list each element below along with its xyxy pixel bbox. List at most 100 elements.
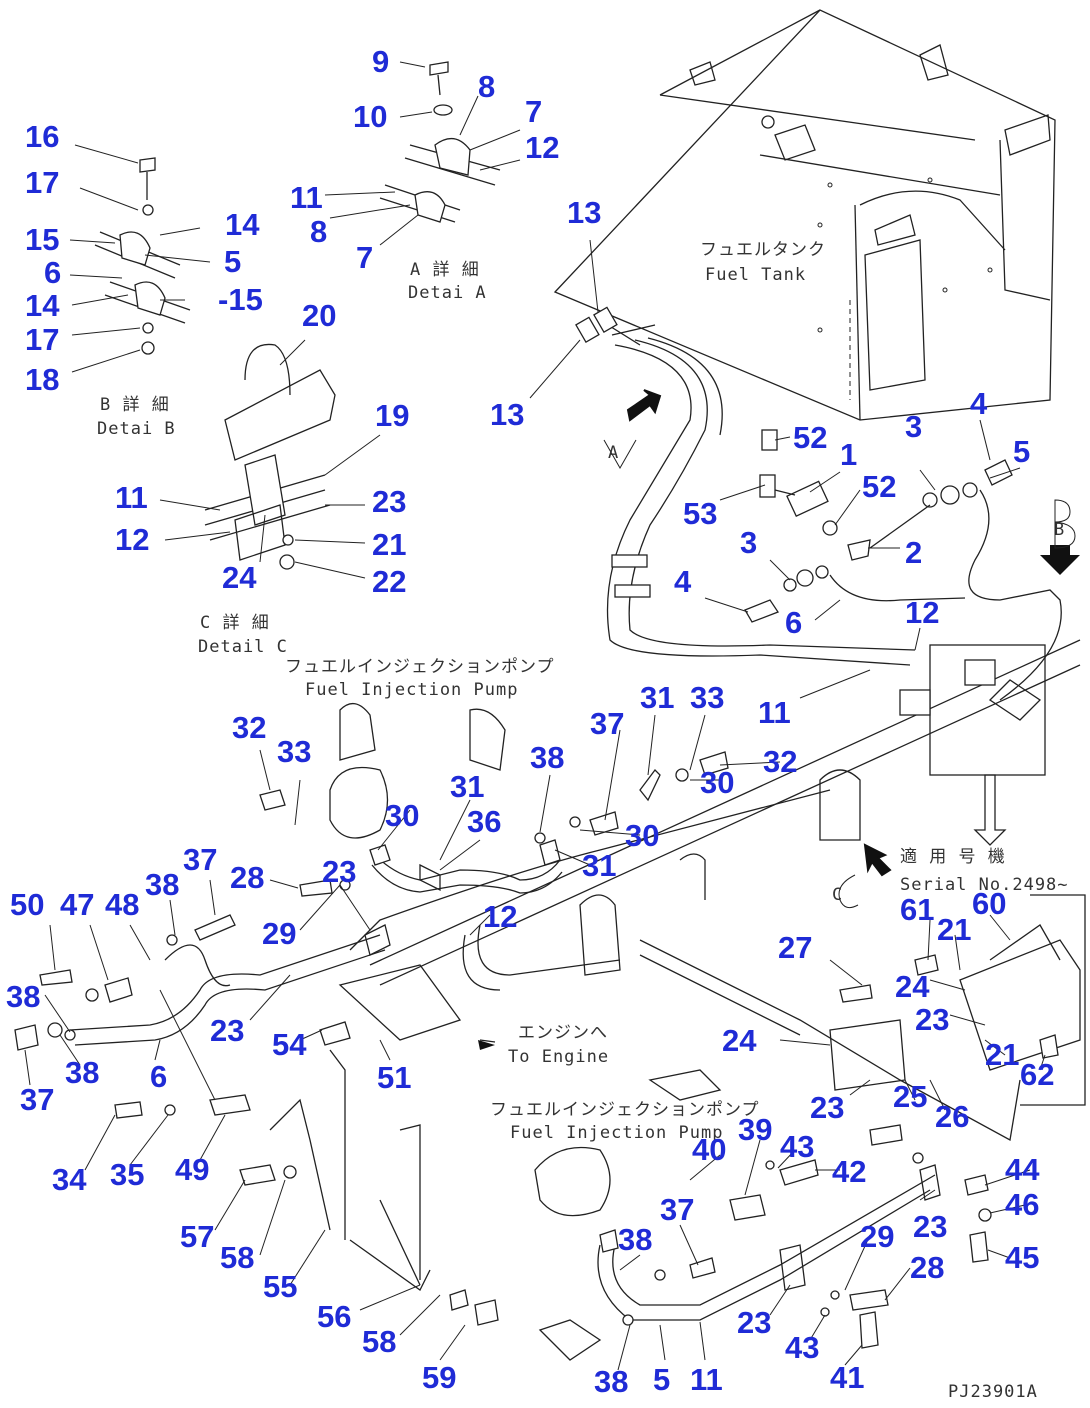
callout: 23 — [372, 484, 406, 519]
pump-bottom-label-en: Fuel Injection Pump — [510, 1123, 723, 1143]
callout: 3 — [740, 525, 757, 560]
callout: 8 — [478, 69, 495, 104]
arrow-a-label: A — [608, 443, 619, 463]
pump-top-label-jp: フュエルインジェクションポンプ — [285, 657, 555, 677]
to-engine-label-en: To Engine — [508, 1047, 609, 1067]
callout: 41 — [830, 1360, 864, 1395]
callout: 27 — [778, 930, 812, 965]
callout: 11 — [690, 1362, 723, 1397]
callout: 30 — [700, 765, 734, 800]
callout: 23 — [915, 1002, 949, 1037]
detail-a-label-en: Detai A — [408, 283, 487, 303]
callout: 33 — [690, 680, 724, 715]
callout: 18 — [25, 362, 59, 397]
callout: 60 — [972, 886, 1006, 921]
drawing-code: PJ23901A — [948, 1382, 1038, 1402]
callout: 5 — [1013, 434, 1030, 469]
callout: 12 — [115, 522, 149, 557]
callout: 31 — [640, 680, 674, 715]
callout: 35 — [110, 1157, 144, 1192]
callout: 45 — [1005, 1240, 1039, 1275]
fuel-tank-label-en: Fuel Tank — [705, 265, 806, 285]
callout: -15 — [218, 282, 263, 317]
frame-pipes — [349, 639, 1081, 1142]
callout: 1 — [840, 437, 857, 472]
detail-c-drawing — [204, 343, 336, 570]
callout: 5 — [224, 244, 241, 279]
callout: 2 — [905, 535, 922, 570]
callout: 56 — [317, 1299, 351, 1334]
pump-top-label-en: Fuel Injection Pump — [305, 680, 518, 700]
arrow-c-label: C — [832, 885, 843, 905]
callout: 37 — [20, 1082, 54, 1117]
callout-numbers: 9 10 8 7 12 11 8 7 16 17 15 14 5 6 14 -1… — [6, 44, 1054, 1399]
arrow-c-icon — [863, 843, 892, 877]
detail-a-label-jp: A 詳 細 — [410, 260, 480, 280]
callout: 16 — [25, 119, 59, 154]
callout: 4 — [674, 564, 692, 599]
callout: 44 — [1005, 1152, 1040, 1187]
pump-bottom-label-jp: フュエルインジェクションポンプ — [490, 1100, 760, 1120]
callout: 28 — [910, 1250, 944, 1285]
callout: 17 — [25, 322, 59, 357]
detail-b-label-en: Detai B — [97, 419, 176, 439]
callout: 52 — [793, 420, 827, 455]
callout: 62 — [1020, 1057, 1054, 1092]
to-engine-label-jp: エンジンへ — [518, 1023, 608, 1043]
callout: 19 — [375, 398, 409, 433]
callout: 43 — [780, 1129, 814, 1164]
callout: 47 — [60, 887, 94, 922]
callout: 49 — [175, 1152, 209, 1187]
callout: 52 — [862, 469, 896, 504]
callout: 12 — [905, 595, 939, 630]
callout: 11 — [758, 695, 791, 730]
callout: 38 — [594, 1364, 628, 1399]
callout: 11 — [290, 180, 323, 215]
callout: 23 — [810, 1090, 844, 1125]
callout: 23 — [210, 1013, 244, 1048]
callout: 6 — [785, 605, 802, 640]
fuel-tank — [553, 9, 1056, 421]
callout: 38 — [530, 740, 564, 775]
callout: 38 — [145, 867, 179, 902]
callout: 40 — [692, 1132, 726, 1167]
callout: 53 — [683, 496, 717, 531]
callout: 13 — [567, 195, 601, 230]
callout: 22 — [372, 564, 406, 599]
callout: 32 — [232, 710, 266, 745]
serial-variant-detail — [914, 774, 1086, 1106]
callout: 61 — [900, 892, 934, 927]
callout: 32 — [763, 744, 797, 779]
callout: 11 — [115, 480, 148, 515]
callout: 12 — [525, 130, 559, 165]
callout: 23 — [322, 854, 356, 889]
callout: 12 — [483, 899, 517, 934]
callout: 39 — [738, 1112, 772, 1147]
callout: 54 — [272, 1027, 307, 1062]
callout: 38 — [6, 979, 40, 1014]
callout: 38 — [65, 1055, 99, 1090]
callout: 21 — [372, 527, 406, 562]
leader-lines — [24, 61, 1046, 1371]
callout: 51 — [377, 1060, 411, 1095]
callout: 7 — [356, 240, 373, 275]
callout: 58 — [362, 1324, 396, 1359]
callout: 37 — [183, 842, 217, 877]
callout: 23 — [737, 1305, 771, 1340]
callout: 36 — [467, 804, 501, 839]
callout: 9 — [372, 44, 389, 79]
arrow-b-label: B — [1054, 520, 1065, 540]
callout: 7 — [525, 94, 542, 129]
callout: 5 — [653, 1362, 670, 1397]
callout: 42 — [832, 1154, 866, 1189]
lower-linkage — [114, 1049, 499, 1326]
callout: 55 — [263, 1269, 297, 1304]
callout: 30 — [385, 798, 419, 833]
fuel-hose-lines — [575, 306, 916, 666]
callout: 50 — [10, 887, 44, 922]
callout: 21 — [985, 1037, 1019, 1072]
callout: 24 — [895, 969, 930, 1004]
fuel-tank-label-jp: フュエルタンク — [700, 240, 826, 260]
